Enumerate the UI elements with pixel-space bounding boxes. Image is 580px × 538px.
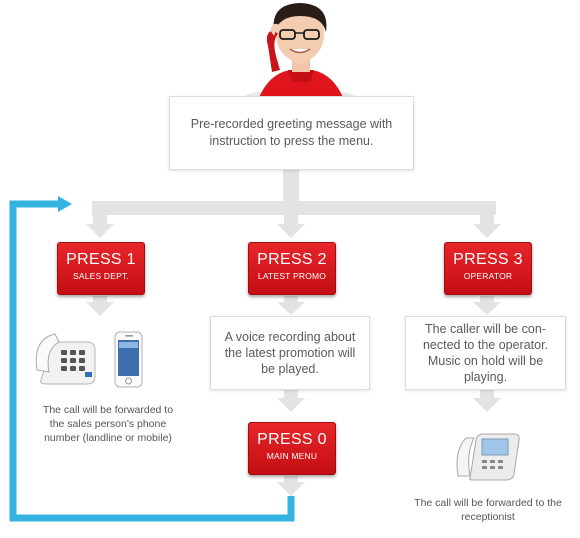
press-0-button[interactable]: PRESS 0 MAIN MENU: [248, 422, 336, 475]
landline-phone-icon: [35, 333, 96, 385]
press-2-sublabel: LATEST PROMO: [257, 271, 327, 281]
operator-caption: The call will be forwarded to the recept…: [408, 496, 568, 524]
press-0-label: PRESS 0: [257, 431, 327, 448]
press-3-button[interactable]: PRESS 3 OPERATOR: [444, 242, 532, 295]
connector-horizontal-bar: [92, 201, 496, 215]
arrow-operator-down: [473, 398, 501, 412]
arrow-promo-down: [277, 398, 305, 412]
connector-greeting-down: [283, 170, 299, 202]
arrow-press3-down: [473, 302, 501, 315]
arrow-press0-down: [277, 482, 305, 496]
press-0-sublabel: MAIN MENU: [266, 451, 318, 461]
arrow-to-press2: [277, 224, 305, 238]
press-2-button[interactable]: PRESS 2 LATEST PROMO: [248, 242, 336, 295]
press-1-button[interactable]: PRESS 1 SALES DEPT.: [57, 242, 145, 295]
operator-box: The caller will be con-nected to the ope…: [405, 316, 566, 390]
mobile-phone-icon: [114, 331, 143, 388]
press-1-sublabel: SALES DEPT.: [72, 271, 130, 281]
loop-back-line: [9, 200, 295, 522]
greeting-text: Pre-recorded greeting message with instr…: [190, 117, 393, 148]
arrow-to-press3: [473, 224, 501, 238]
receptionist-avatar: [245, 3, 355, 100]
operator-caption-text: The call will be forwarded to the recept…: [414, 497, 562, 523]
press-3-label: PRESS 3: [453, 251, 523, 268]
promo-box: A voice recording about the latest promo…: [210, 316, 370, 390]
loop-back-arrowhead: [58, 196, 72, 212]
greeting-box: Pre-recorded greeting message with instr…: [169, 96, 414, 170]
sales-caption: The call will be forwarded to the sales …: [40, 403, 176, 445]
arrow-press2-down: [277, 302, 305, 315]
desk-phone-icon: [456, 433, 520, 481]
arrow-to-press1: [86, 224, 114, 238]
sales-caption-text: The call will be forwarded to the sales …: [42, 404, 174, 444]
promo-text: A voice recording about the latest promo…: [224, 330, 356, 376]
press-3-sublabel: OPERATOR: [463, 271, 513, 281]
operator-text: The caller will be con-nected to the ope…: [422, 322, 549, 384]
press-2-label: PRESS 2: [257, 251, 327, 268]
arrow-press1-down: [86, 302, 114, 316]
press-1-label: PRESS 1: [66, 251, 136, 268]
